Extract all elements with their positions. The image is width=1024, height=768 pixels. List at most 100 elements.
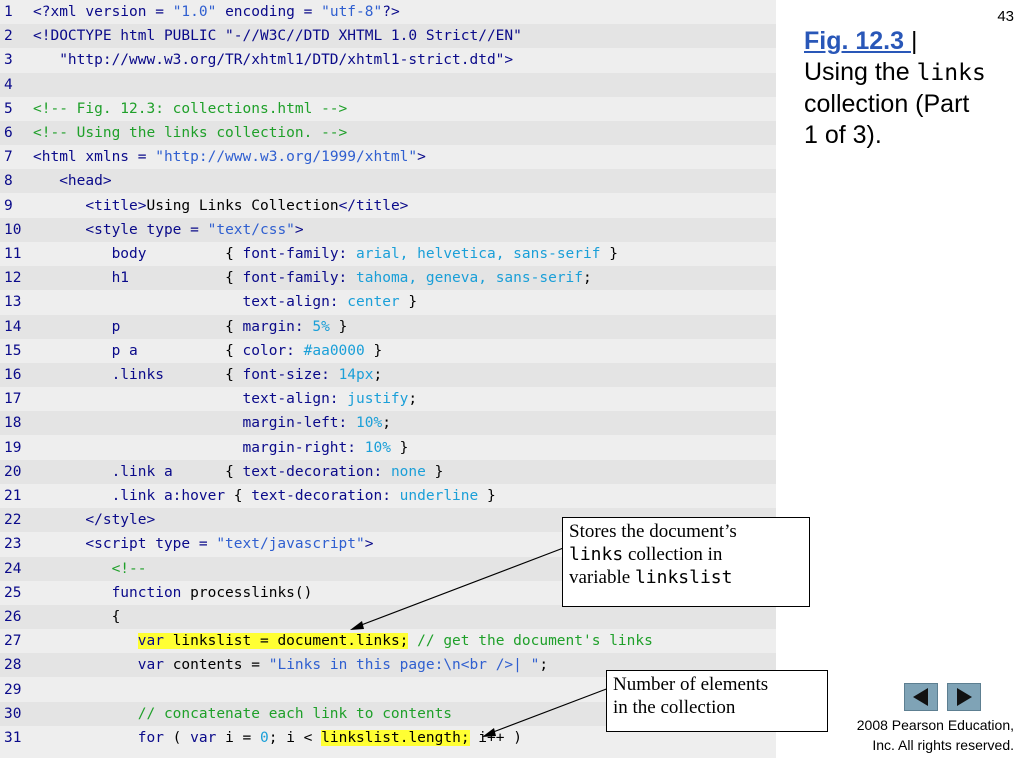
code-text: .links { font-size: 14px; (33, 363, 383, 387)
code-token: 10% (356, 415, 383, 432)
code-token: "http://www.w3.org/1999/xhtml" (155, 149, 418, 166)
code-token: <!DOCTYPE html PUBLIC "-//W3C//DTD XHTML… (33, 28, 522, 45)
code-token: p (33, 318, 226, 335)
arrow-head-linkslist (350, 621, 364, 630)
line-number: 4 (4, 76, 13, 93)
line-number: 29 (4, 681, 22, 698)
code-token: linkslist = document.links; (163, 633, 409, 650)
line-number: 30 (4, 705, 22, 722)
code-token: Using Links Collection (146, 197, 339, 214)
line-number: 6 (4, 125, 13, 141)
code-token: text-align: (33, 391, 348, 408)
line-number: 5 (4, 100, 13, 117)
code-token: linkslist.length; (321, 730, 470, 746)
code-token: font-family: (242, 246, 357, 262)
code-token: text-align: (33, 294, 348, 311)
code-token: // concatenate each link to contents (33, 705, 453, 722)
code-token: "text/css" (207, 221, 295, 238)
arrow-to-length (487, 687, 610, 735)
code-line: 29 (0, 678, 776, 702)
line-number: 1 (4, 4, 13, 20)
code-token: contents = (163, 657, 269, 674)
code-token: { (225, 463, 243, 480)
code-token: var (137, 657, 164, 674)
code-line: 31 for ( var i = 0; i < linkslist.length… (0, 726, 776, 750)
code-token: </title> (338, 197, 409, 214)
line-number: 13 (4, 294, 22, 311)
arrow-head-length (482, 728, 496, 737)
previous-slide-button[interactable] (904, 683, 938, 711)
next-slide-button[interactable] (947, 683, 981, 711)
code-token: ; (539, 657, 549, 674)
code-token: <title> (33, 197, 147, 214)
line-number: 27 (4, 633, 22, 650)
code-line: 6 <!-- Using the links collection. --> (0, 121, 776, 145)
code-token: <!-- Using the links collection. --> (33, 125, 348, 141)
code-token: // get the document's links (408, 633, 653, 650)
code-line: 19 margin-right: 10% } (0, 436, 776, 460)
code-token: margin: (242, 318, 313, 335)
code-token: arial, helvetica, sans-serif (356, 246, 601, 262)
code-token: color: (242, 342, 304, 359)
code-line: 23 <script type = "text/javascript"> (0, 532, 776, 556)
code-line: 25 function processlinks() (0, 581, 776, 605)
code-text: <title>Using Links Collection</title> (33, 194, 408, 218)
line-number: 20 (4, 463, 22, 480)
code-line: 11 body { font-family: arial, helvetica,… (0, 242, 776, 266)
code-token: 14px (338, 367, 374, 383)
line-number: 23 (4, 536, 22, 553)
code-token: } (399, 294, 418, 311)
code-token: .link a (33, 463, 226, 480)
line-number: 11 (4, 246, 22, 262)
triangle-right-icon (957, 688, 972, 706)
code-token: h1 (33, 270, 226, 287)
line-number: 7 (4, 149, 13, 166)
code-token: .link a:hover (33, 488, 234, 504)
code-token: var (137, 633, 164, 650)
code-token: font-size: (242, 367, 339, 383)
line-number: 3 (4, 52, 13, 69)
code-line: 18 margin-left: 10%; (0, 411, 776, 436)
code-token: <script type = (33, 536, 217, 553)
code-token: "1.0" (172, 4, 217, 20)
line-number: 25 (4, 584, 22, 601)
code-token: "http://www.w3.org/TR/xhtml1/DTD/xhtml1-… (33, 52, 514, 69)
code-token: p a (33, 342, 226, 359)
code-token: > (364, 536, 374, 553)
callout-2-line-1: Number of elements (613, 674, 769, 695)
line-number: 8 (4, 173, 13, 190)
line-number: 21 (4, 488, 22, 504)
code-token: } (390, 439, 409, 456)
code-text: h1 { font-family: tahoma, geneva, sans-s… (33, 266, 592, 290)
code-text: text-align: center } (33, 290, 418, 314)
code-line: 1 <?xml version = "1.0" encoding = "utf-8… (0, 0, 776, 24)
callout-1-line-3: variable (569, 567, 635, 588)
code-token: > (417, 149, 426, 166)
figure-link[interactable]: Fig. 12.3 (804, 27, 911, 55)
code-token: { (225, 367, 243, 383)
code-token: } (425, 463, 444, 480)
line-number: 19 (4, 439, 22, 456)
callout-element-count: Number of elements in the collection (606, 670, 828, 732)
callout-1-code-links: links (569, 544, 624, 565)
code-line: 9 <title>Using Links Collection</title> (0, 194, 776, 218)
code-text: <?xml version = "1.0" encoding = "utf-8"… (33, 0, 400, 24)
callout-1-line-1: Stores the document’s (569, 521, 737, 542)
code-text: function processlinks() (33, 581, 313, 605)
code-token: tahoma, geneva, sans-serif (356, 270, 584, 287)
code-token: function (33, 584, 191, 601)
code-line: 17 text-align: justify; (0, 387, 776, 411)
code-line: 7<html xmlns = "http://www.w3.org/1999/x… (0, 145, 776, 169)
code-token: <?xml version = (33, 4, 173, 20)
line-number: 12 (4, 270, 22, 287)
code-text: margin-left: 10%; (33, 411, 391, 435)
line-number: 18 (4, 415, 22, 432)
code-token: } (364, 342, 383, 359)
code-line: 10 <style type = "text/css"> (0, 217, 776, 242)
code-line: 12 h1 { font-family: tahoma, geneva, san… (0, 266, 776, 291)
code-text: var linkslist = document.links; // get t… (33, 629, 653, 653)
code-line: 8 <head> (0, 169, 776, 194)
code-token: { (225, 246, 243, 262)
title-separator: | (910, 27, 918, 55)
code-token: i++ ) (469, 730, 522, 746)
